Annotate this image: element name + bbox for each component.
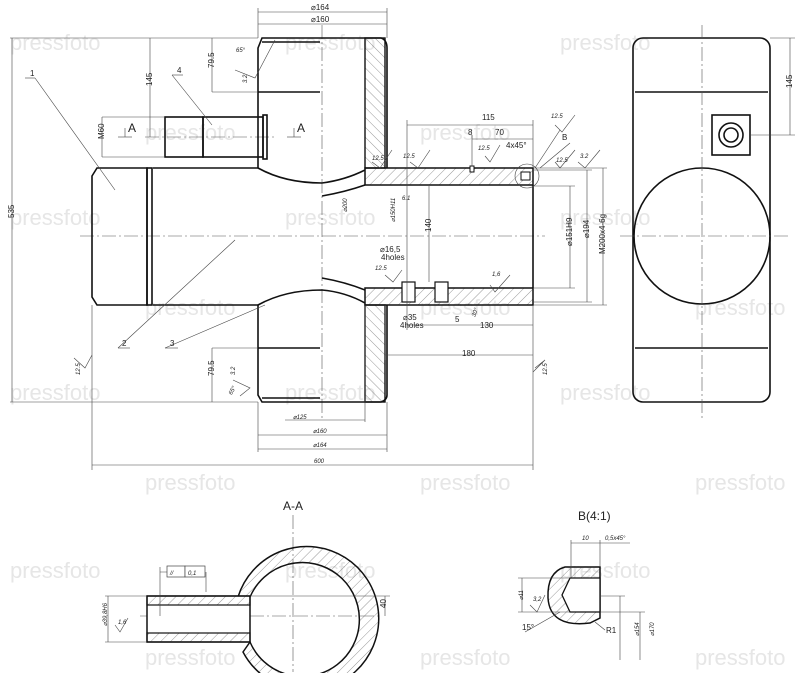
dim-d160-top: ⌀160 [311,15,330,24]
svg-text:pressfoto: pressfoto [145,120,236,145]
svg-text:10: 10 [582,536,589,542]
svg-text:130: 130 [480,321,494,330]
section-mark-a-right: A [297,121,305,135]
section-mark-a-left: A [128,121,136,135]
section-aa-title: A-A [283,499,303,513]
svg-text:⌀151H9: ⌀151H9 [565,217,574,246]
section-a-a: A-A // 0,1 ⌀39,8H6 1,6 40 [103,499,390,673]
svg-text:⌀125: ⌀125 [293,415,307,421]
svg-text:1,6: 1,6 [118,620,127,626]
svg-text:pressfoto: pressfoto [695,470,786,495]
svg-text:12.5: 12.5 [76,363,82,375]
svg-text:4x45°: 4x45° [506,141,527,150]
svg-text:pressfoto: pressfoto [695,645,786,670]
svg-text:30°: 30° [471,307,480,318]
svg-text:0,5x45°: 0,5x45° [605,536,626,542]
svg-text:⌀164: ⌀164 [313,443,327,449]
svg-text:pressfoto: pressfoto [285,380,376,405]
detail-b: B(4:1) 10 0,5x45° ⌀11 3,2 15° R1 ⌀154 ⌀1… [518,509,656,660]
svg-text:3,2: 3,2 [533,597,542,603]
svg-text:15°: 15° [522,623,534,632]
svg-text:⌀170: ⌀170 [650,622,656,636]
side-dim-145: 145 [785,74,794,88]
svg-text:115: 115 [482,113,495,122]
svg-text:3.2: 3.2 [580,154,589,160]
svg-text:1,6: 1,6 [492,272,501,278]
svg-text:5: 5 [455,315,460,324]
watermarks: pressfoto pressfoto pressfoto pressfoto … [10,30,786,670]
detail-b-title: B(4:1) [578,509,611,523]
svg-text:pressfoto: pressfoto [145,295,236,320]
svg-text:pressfoto: pressfoto [560,380,651,405]
svg-text:pressfoto: pressfoto [420,645,511,670]
svg-text:65°: 65° [236,48,246,54]
svg-text:pressfoto: pressfoto [420,120,511,145]
svg-text:65°: 65° [228,385,238,396]
svg-text:pressfoto: pressfoto [145,470,236,495]
dim-d164-top: ⌀164 [311,3,330,12]
svg-text:pressfoto: pressfoto [10,558,101,583]
svg-text:70: 70 [495,128,504,137]
svg-text:⌀200: ⌀200 [343,198,349,212]
svg-text:⌀39,8H6: ⌀39,8H6 [103,602,109,626]
svg-text:79.5: 79.5 [207,52,216,68]
svg-text:pressfoto: pressfoto [420,470,511,495]
part-number-1: 1 [30,69,35,78]
part-number-4: 4 [177,66,182,75]
tolerance-value: 0,1 [188,571,196,577]
svg-text:600: 600 [314,459,325,465]
svg-text:3.2: 3.2 [231,366,237,375]
svg-text:pressfoto: pressfoto [10,380,101,405]
svg-text:79.5: 79.5 [207,360,216,376]
svg-text:12.5: 12.5 [543,363,549,375]
svg-text:pressfoto: pressfoto [10,205,101,230]
svg-text:12.5: 12.5 [478,146,490,152]
svg-text:12.5: 12.5 [403,154,415,160]
detail-b-callout: B [562,133,567,142]
svg-text:pressfoto: pressfoto [560,30,651,55]
svg-text:pressfoto: pressfoto [10,30,101,55]
part-number-3: 3 [170,339,175,348]
svg-text:12.5: 12.5 [372,156,384,162]
main-view: ⌀164 ⌀160 65° 3.2 79.5 145 M60 535 ⌀200 … [7,3,607,470]
svg-text:12.5: 12.5 [556,158,568,164]
svg-text:4holes: 4holes [400,321,424,330]
svg-text:12.5: 12.5 [375,266,387,272]
svg-text:40: 40 [379,599,388,608]
svg-text:M200x4-6g: M200x4-6g [598,214,607,254]
tolerance-symbol: // [169,571,175,577]
side-view: 145 [620,25,795,420]
svg-text:⌀35: ⌀35 [403,313,417,322]
svg-text:⌀194: ⌀194 [582,219,591,238]
svg-text:⌀154: ⌀154 [635,622,641,636]
svg-text:⌀150H11: ⌀150H11 [391,198,397,222]
svg-text:R1: R1 [606,626,617,635]
svg-text:8: 8 [468,128,473,137]
svg-text:180: 180 [462,349,476,358]
svg-text:⌀11: ⌀11 [519,590,525,600]
svg-text:535: 535 [7,204,16,218]
svg-text:6.1: 6.1 [402,196,410,202]
svg-text:pressfoto: pressfoto [695,295,786,320]
svg-text:⌀160: ⌀160 [313,429,327,435]
svg-text:M60: M60 [97,123,106,139]
svg-text:140: 140 [424,218,433,232]
svg-text:12.5: 12.5 [551,114,563,120]
svg-text:4holes: 4holes [381,253,405,262]
svg-text:3.2: 3.2 [243,74,249,83]
svg-text:⌀16,5: ⌀16,5 [380,245,401,254]
part-number-2: 2 [122,339,127,348]
svg-text:pressfoto: pressfoto [285,205,376,230]
svg-text:pressfoto: pressfoto [145,645,236,670]
svg-text:145: 145 [145,72,154,86]
